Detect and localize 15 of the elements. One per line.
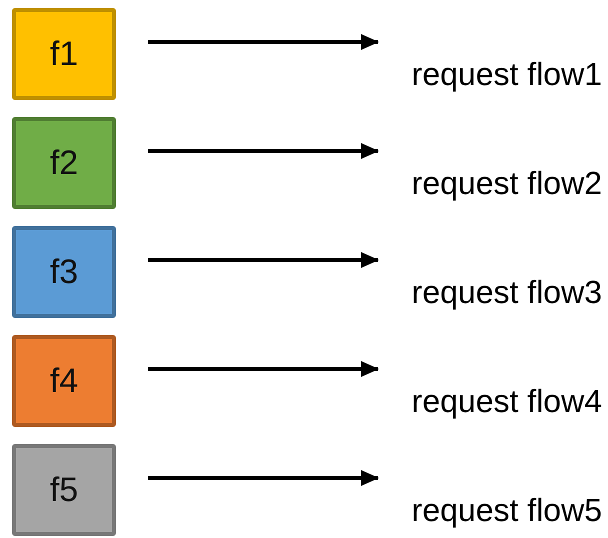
arrow [148,143,379,159]
box-label: f3 [50,252,78,292]
process-box [12,226,116,318]
box-label: f5 [50,470,78,510]
arrow [148,252,379,268]
arrow [148,361,379,377]
arrow [148,34,379,50]
box-label: f1 [50,34,78,74]
box-label: f2 [50,144,78,182]
process-box [12,444,116,536]
box-label: f4 [50,362,78,400]
process-box [12,8,116,100]
process-box [12,335,116,427]
process-box [12,117,116,209]
arrow [148,470,379,486]
